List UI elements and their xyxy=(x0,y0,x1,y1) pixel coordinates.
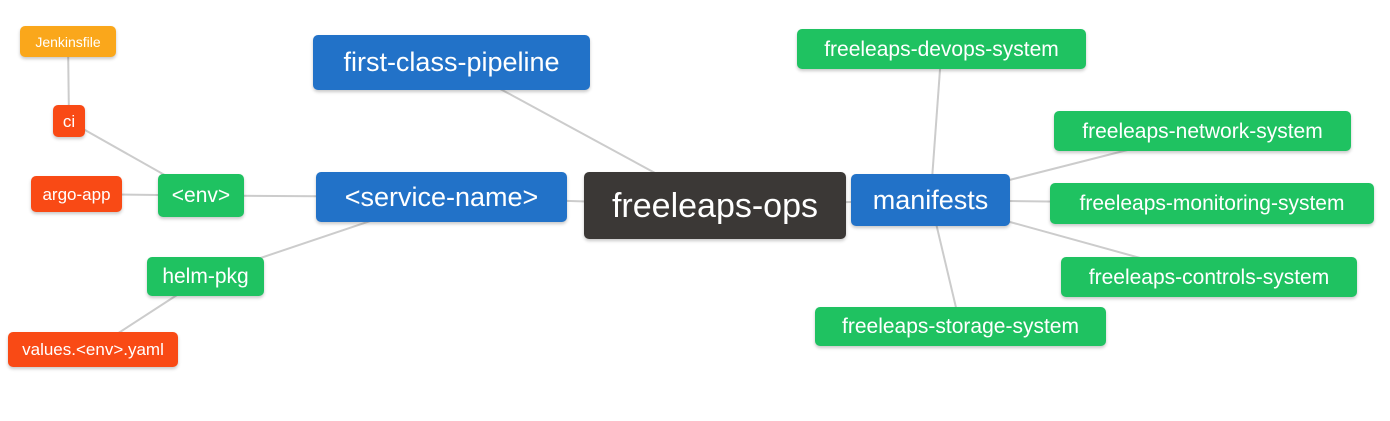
node-fcp[interactable]: first-class-pipeline xyxy=(313,35,590,90)
node-devops[interactable]: freeleaps-devops-system xyxy=(797,29,1086,69)
node-label: <env> xyxy=(171,184,231,207)
node-storage[interactable]: freeleaps-storage-system xyxy=(815,307,1106,346)
node-network[interactable]: freeleaps-network-system xyxy=(1054,111,1351,151)
node-jenkinsfile[interactable]: Jenkinsfile xyxy=(20,26,116,57)
node-label: freeleaps-ops xyxy=(611,186,818,225)
node-controls[interactable]: freeleaps-controls-system xyxy=(1061,257,1357,297)
node-label: first-class-pipeline xyxy=(343,47,560,77)
node-label: Jenkinsfile xyxy=(35,33,101,50)
node-label: ci xyxy=(62,111,76,131)
node-label: freeleaps-devops-system xyxy=(824,37,1059,61)
node-label: freeleaps-storage-system xyxy=(842,315,1079,338)
node-monitoring[interactable]: freeleaps-monitoring-system xyxy=(1050,183,1374,224)
node-env[interactable]: <env> xyxy=(158,174,244,217)
node-service[interactable]: <service-name> xyxy=(316,172,567,222)
node-ci[interactable]: ci xyxy=(53,105,85,137)
node-label: values.<env>.yaml xyxy=(22,340,164,359)
node-manifests[interactable]: manifests xyxy=(851,174,1010,226)
node-label: helm-pkg xyxy=(162,265,249,288)
node-label: freeleaps-monitoring-system xyxy=(1079,192,1345,215)
node-label: argo-app xyxy=(42,184,111,204)
node-helm-pkg[interactable]: helm-pkg xyxy=(147,257,264,296)
node-root[interactable]: freeleaps-ops xyxy=(584,172,846,239)
node-label: manifests xyxy=(872,184,989,215)
node-label: <service-name> xyxy=(344,181,539,212)
node-label: freeleaps-network-system xyxy=(1082,119,1323,143)
node-argo-app[interactable]: argo-app xyxy=(31,176,122,212)
node-label: freeleaps-controls-system xyxy=(1088,265,1330,289)
node-values[interactable]: values.<env>.yaml xyxy=(8,332,178,367)
